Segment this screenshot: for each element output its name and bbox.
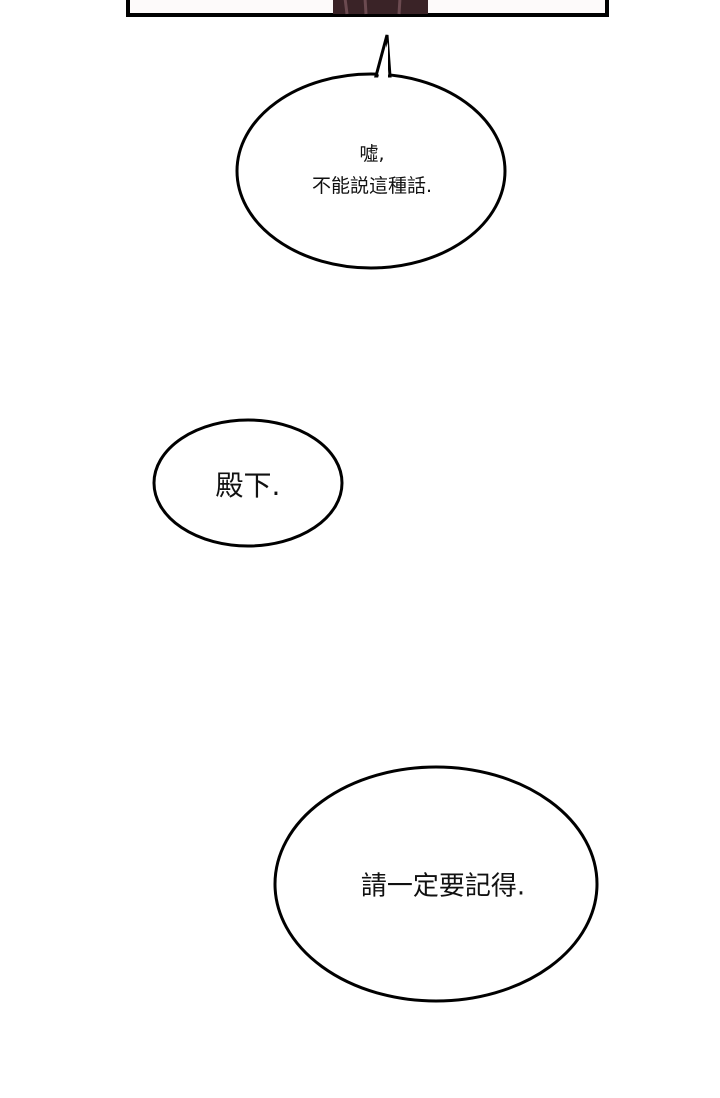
comic-panel [126,0,609,17]
speech-bubble-2 [152,418,344,548]
speech-bubble-1 [235,34,507,270]
bubble-1-text: 噓, 不能説這種話. [311,143,433,197]
bubble-3-text: 請一定要記得. [360,871,526,902]
speech-bubble-3 [273,765,599,1003]
bubble-2-text: 殿下. [215,469,281,502]
